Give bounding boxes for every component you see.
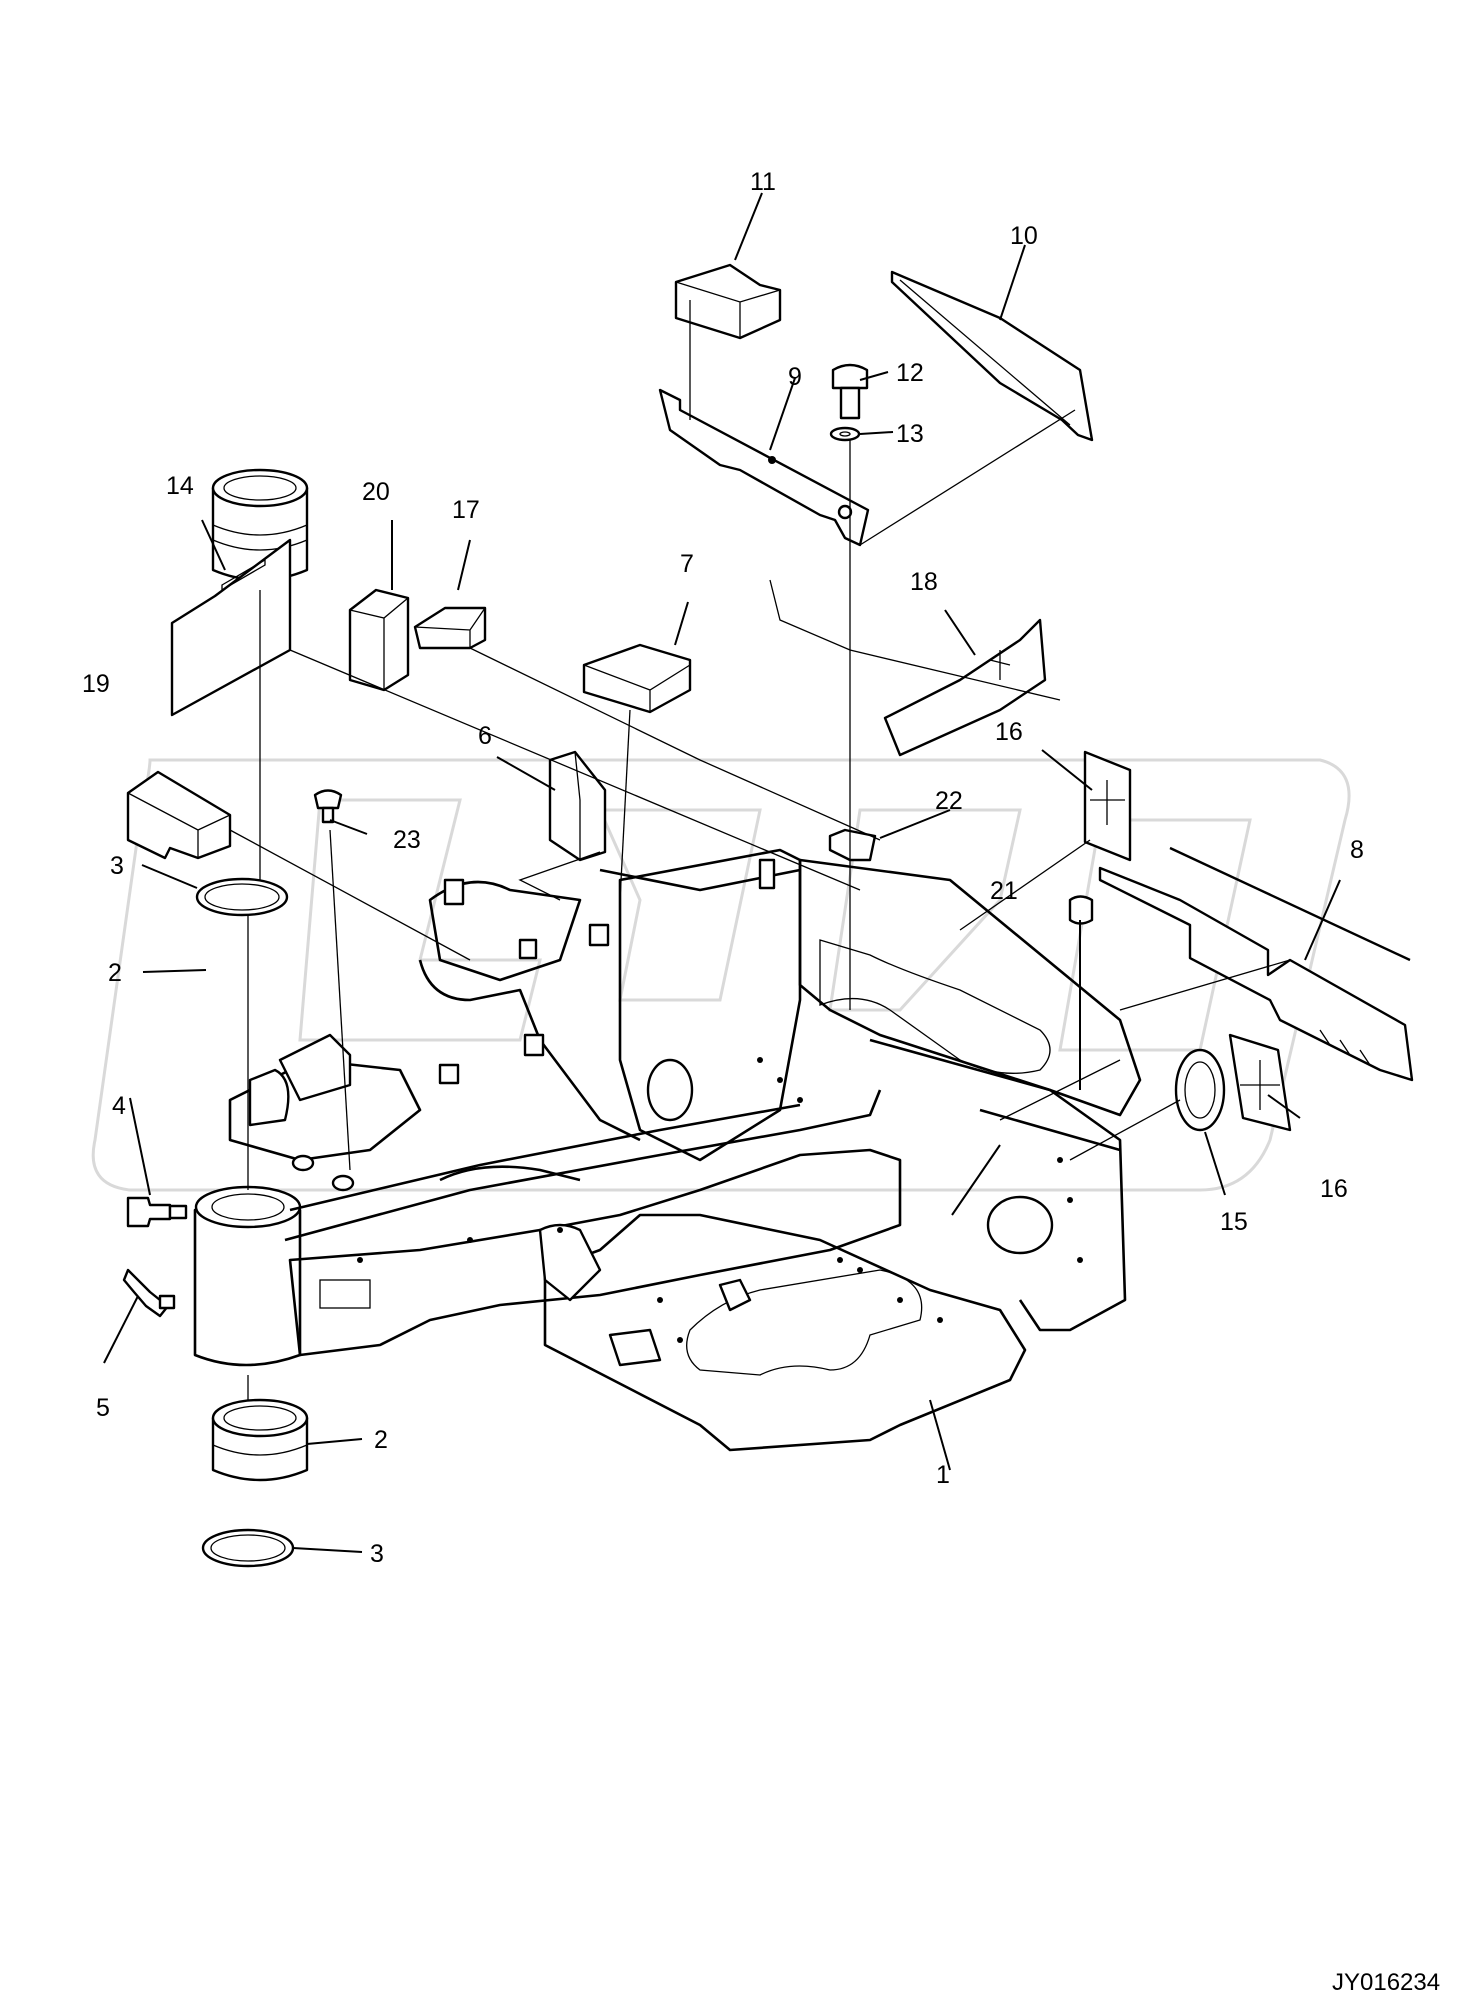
watermark-logo <box>91 758 1351 1192</box>
callout-18: 18 <box>910 568 938 596</box>
callout-22: 22 <box>935 787 963 815</box>
block-part-20 <box>348 588 410 692</box>
callout-labels: 1 2 2 3 3 4 5 6 7 8 9 10 11 12 13 14 15 … <box>82 168 1364 1568</box>
grease-fitting-part-4 <box>126 1196 188 1228</box>
callout-2-lower: 2 <box>374 1426 388 1454</box>
callout-16-lower: 16 <box>1320 1175 1348 1203</box>
bracket-plate-part-9 <box>658 388 870 547</box>
pad-part-11 <box>674 263 782 340</box>
callout-6: 6 <box>478 722 492 750</box>
sheet-part-14 <box>170 538 292 717</box>
callout-21: 21 <box>990 877 1018 905</box>
washer-part-13 <box>829 426 861 442</box>
callout-3-lower: 3 <box>370 1540 384 1568</box>
bracket-part-22 <box>828 828 877 862</box>
callout-19: 19 <box>82 670 110 698</box>
bushing-lower-part-2 <box>211 1398 309 1482</box>
callout-8: 8 <box>1350 836 1364 864</box>
callout-17: 17 <box>452 496 480 524</box>
seal-ring-upper-part-3 <box>195 877 289 917</box>
grommet-part-15 <box>1174 1048 1226 1132</box>
callout-20: 20 <box>362 478 390 506</box>
leader-lines <box>103 192 1341 1553</box>
cushion-part-18 <box>883 618 1047 757</box>
callout-5: 5 <box>96 1394 110 1422</box>
pin-part-23 <box>313 789 343 824</box>
pad-lower-part-16 <box>1228 1033 1292 1132</box>
block-part-6 <box>548 750 607 862</box>
side-plate-part-8 <box>1098 846 1414 1082</box>
callout-10: 10 <box>1010 222 1038 250</box>
callout-15: 15 <box>1220 1208 1248 1236</box>
cover-plate-part-10 <box>890 270 1094 442</box>
grease-fitting-part-5 <box>122 1268 176 1318</box>
callout-2-upper: 2 <box>108 959 122 987</box>
wedge-part-17 <box>413 606 487 650</box>
main-frame-part-1 <box>193 848 1142 1452</box>
callout-13: 13 <box>896 420 924 448</box>
callout-16-upper: 16 <box>995 718 1023 746</box>
cap-part-21 <box>1068 895 1094 925</box>
callout-7: 7 <box>680 550 694 578</box>
callout-14: 14 <box>166 472 194 500</box>
callout-1: 1 <box>936 1461 950 1489</box>
callout-4: 4 <box>112 1092 126 1120</box>
callout-9: 9 <box>788 363 802 391</box>
callout-12: 12 <box>896 359 924 387</box>
pad-upper-part-16 <box>1083 750 1132 862</box>
callout-11: 11 <box>750 168 776 196</box>
bolt-part-12 <box>831 363 869 420</box>
pad-part-7 <box>582 643 692 714</box>
callout-3-upper: 3 <box>110 852 124 880</box>
seal-ring-lower-part-3 <box>201 1528 295 1568</box>
drawing-id: JY016234 <box>1332 1969 1440 1996</box>
block-part-19 <box>126 770 232 860</box>
callout-23: 23 <box>393 826 421 854</box>
